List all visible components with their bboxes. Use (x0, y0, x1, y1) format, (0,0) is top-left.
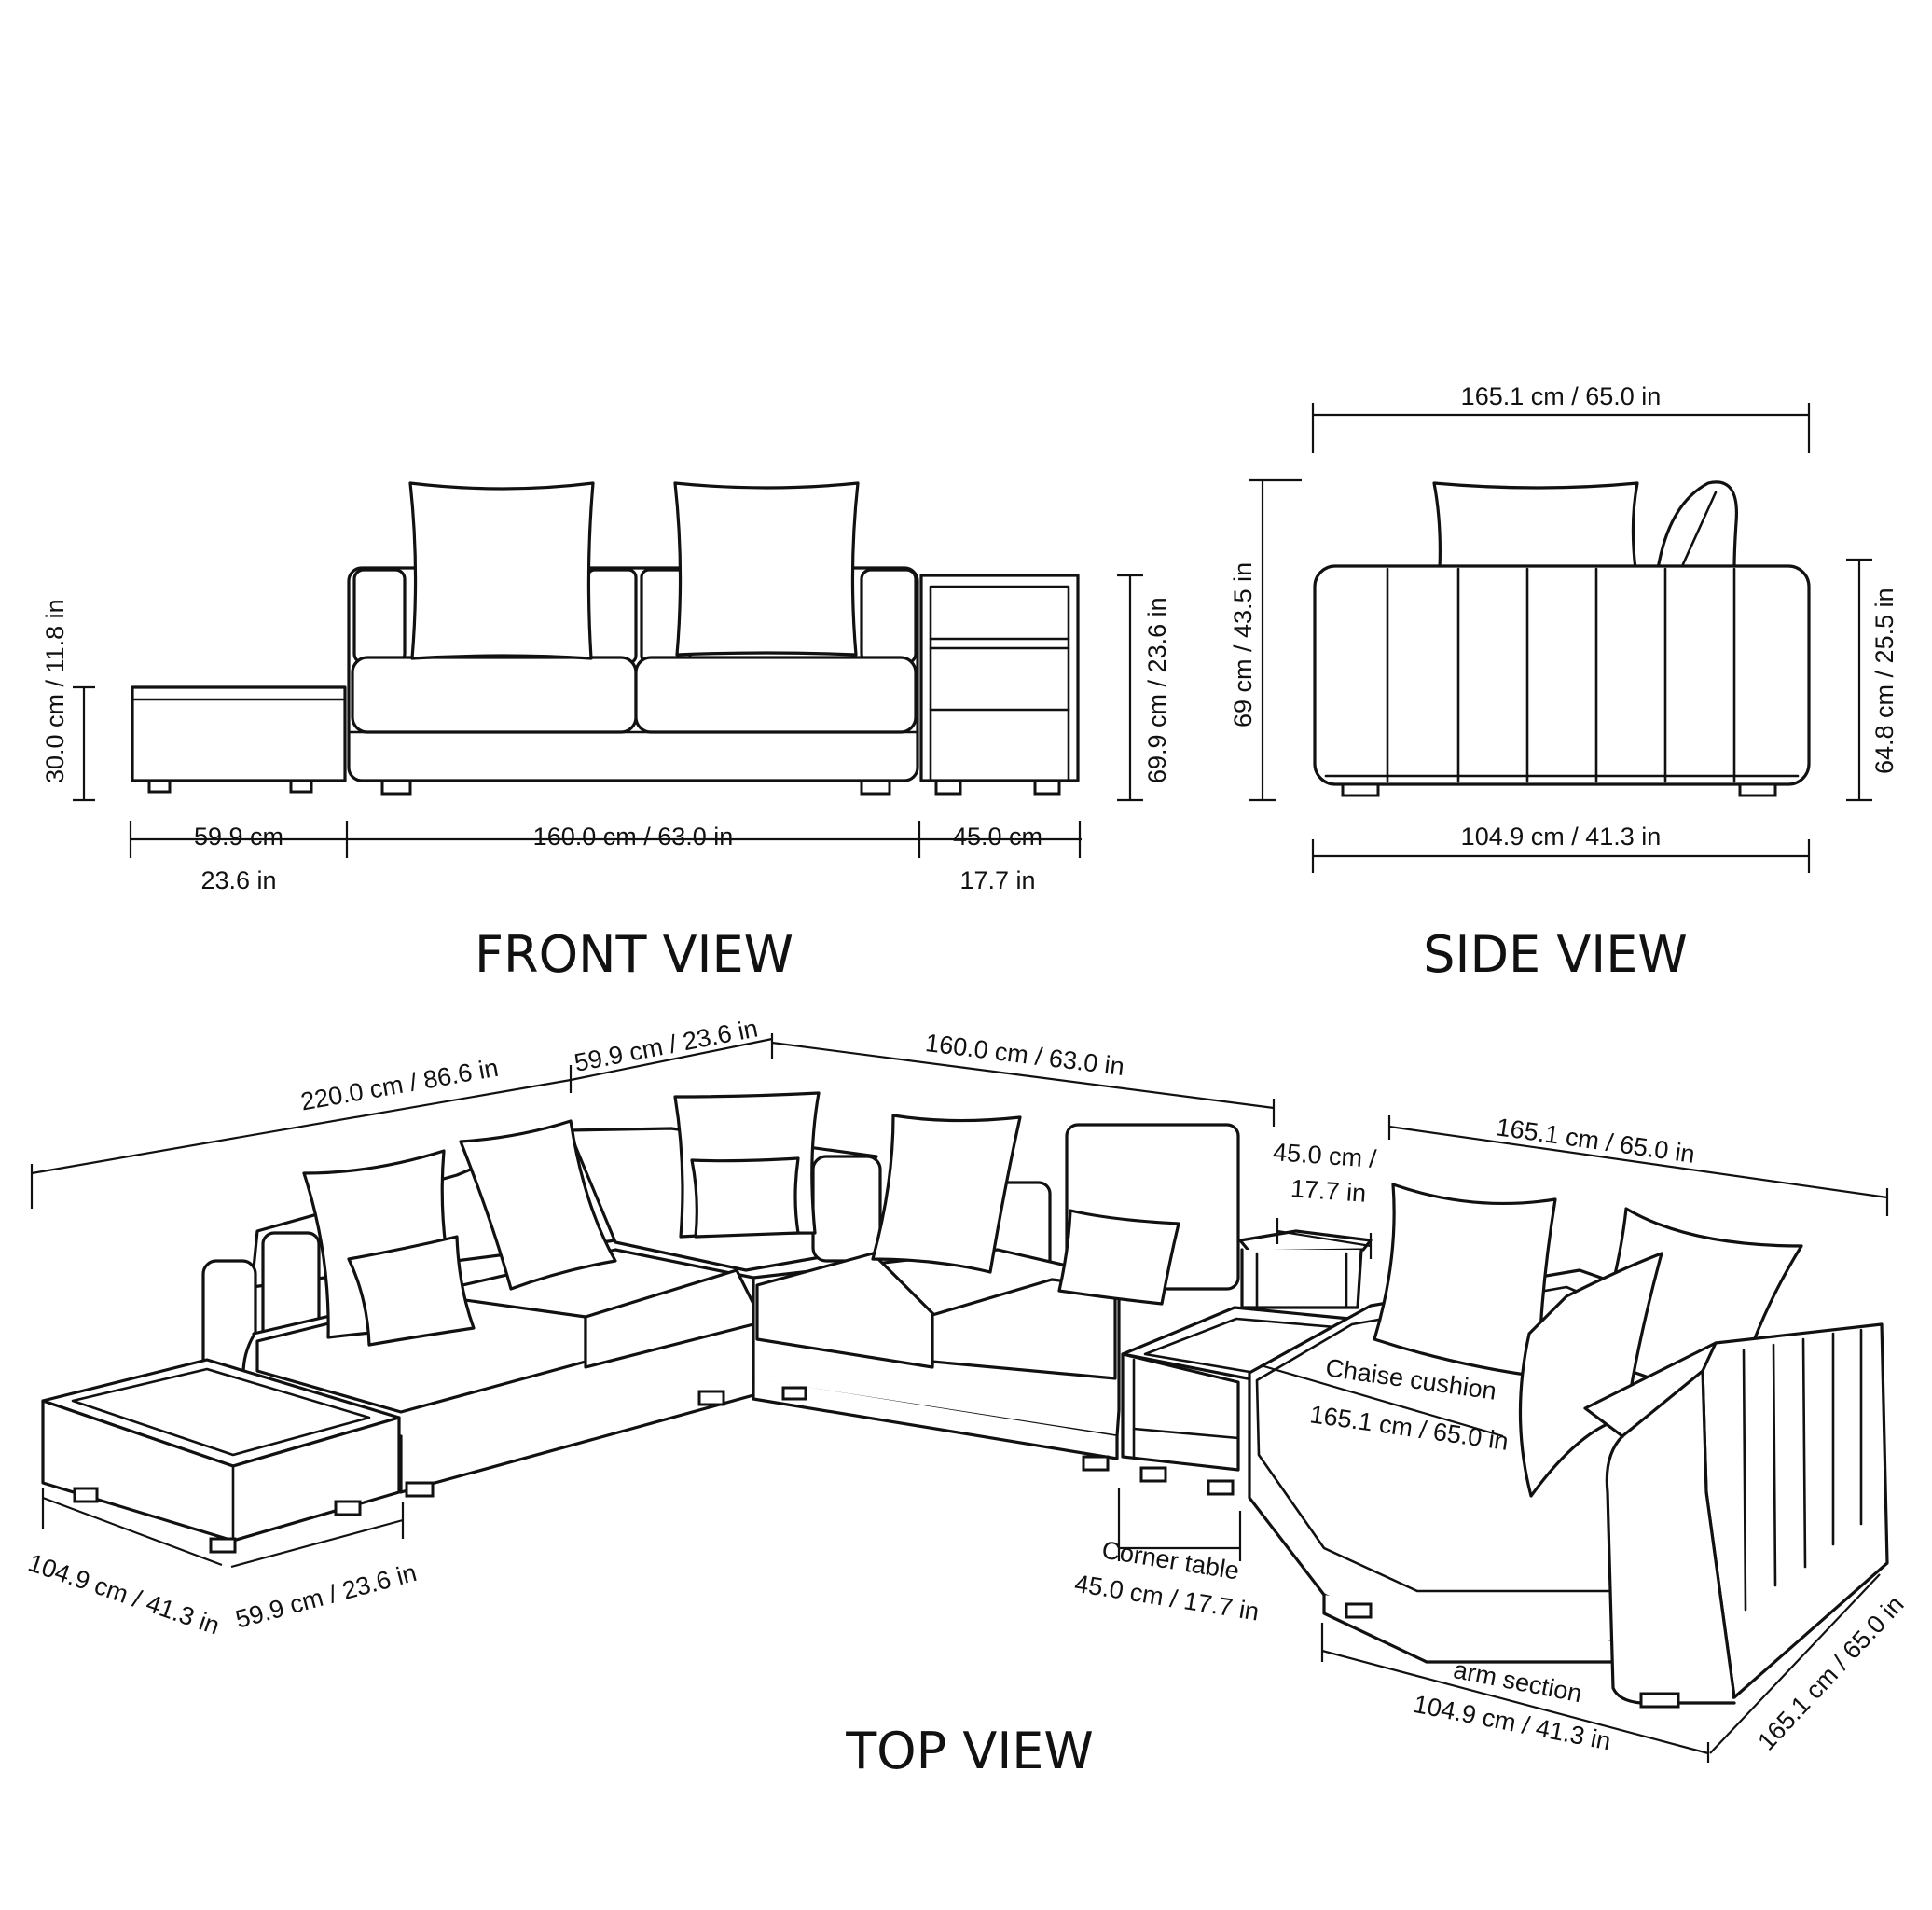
top-left-ottoman (41, 1358, 435, 1554)
top-chaise-run-label: 165.1 cm / 65.0 in (1495, 1113, 1697, 1169)
front-table-width-cm: 45.0 cm (953, 823, 1042, 851)
front-sofa-width-label: 160.0 cm / 63.0 in (533, 823, 734, 851)
top-view-drawing (41, 1091, 1889, 1709)
top-ottoman-width-label: 59.9 cm / 23.6 in (232, 1558, 420, 1634)
side-channel-lines (1386, 567, 1736, 783)
top-arm-section-dim: 104.9 cm / 41.3 in (1412, 1690, 1613, 1755)
front-view-drawing (131, 481, 1080, 796)
front-pillow-left (408, 481, 595, 660)
front-overall-height-label: 69.9 cm / 23.6 in (1143, 597, 1171, 783)
top-left-run-label: 220.0 cm / 86.6 in (298, 1054, 501, 1116)
top-dimension-lines (30, 1033, 1889, 1763)
side-dimension-lines (1249, 403, 1872, 873)
top-view-title: TOP VIEW (845, 1722, 1094, 1780)
top-middle-seat-cushion-b (931, 1278, 1117, 1380)
front-ottoman (131, 685, 347, 794)
side-back-height-label: 69 cm / 43.5 in (1229, 562, 1257, 727)
top-corner-table (1121, 1306, 1371, 1496)
front-table-width-in: 17.7 in (959, 866, 1035, 894)
side-top-width-label: 165.1 cm / 65.0 in (1461, 382, 1662, 410)
top-pillow-2 (459, 1119, 617, 1291)
top-ottoman-depth-label: 104.9 cm / 41.3 in (25, 1548, 224, 1640)
side-arm-height-label: 64.8 cm / 25.5 in (1870, 588, 1898, 774)
top-corner-seat-label: 59.9 cm / 23.6 in (572, 1014, 760, 1077)
front-ottoman-width-in: 23.6 in (200, 866, 276, 894)
top-chaise-section (1248, 1183, 1889, 1709)
side-pillow-round (1656, 480, 1739, 571)
side-view-title: SIDE VIEW (1423, 925, 1687, 984)
front-ottoman-height-label: 30.0 cm / 11.8 in (41, 599, 69, 783)
side-view-drawing (1313, 480, 1811, 797)
top-pillow-5 (690, 1156, 800, 1239)
top-table-dim-line1: 45.0 cm / (1272, 1138, 1377, 1173)
top-pillow-6 (871, 1114, 1022, 1274)
side-pillow-square (1432, 481, 1639, 571)
front-ottoman-width-cm: 59.9 cm (194, 823, 283, 851)
front-pillow-right (673, 481, 860, 657)
top-pillow-3 (347, 1235, 476, 1347)
front-view-title: FRONT VIEW (475, 925, 794, 984)
top-pillow-7 (1057, 1209, 1180, 1306)
side-bottom-width-label: 104.9 cm / 41.3 in (1461, 823, 1662, 851)
front-side-table (919, 574, 1080, 796)
top-table-dim-line2: 17.7 in (1290, 1174, 1367, 1208)
front-dimension-lines (73, 574, 1143, 858)
top-middle-run-label: 160.0 cm / 63.0 in (924, 1029, 1126, 1081)
